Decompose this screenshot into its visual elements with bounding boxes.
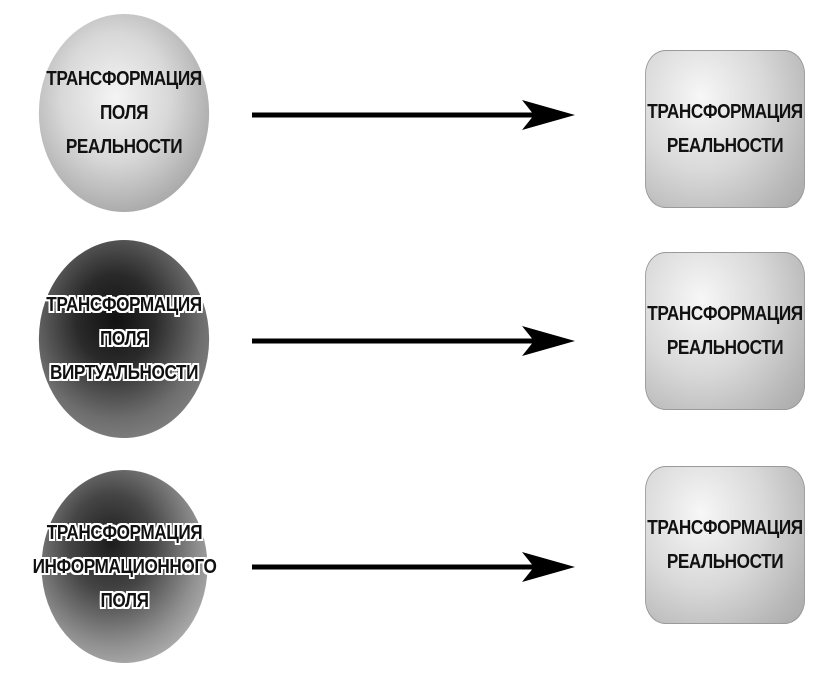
target-node-label-line: ТРАНСФОРМАЦИЯ (647, 517, 803, 539)
source-node-label-line: ПОЛЯ (100, 589, 149, 612)
target-node-reality-2: ТРАНСФОРМАЦИЯ РЕАЛЬНОСТИ (645, 252, 805, 410)
source-node-label-line: ПОЛЯ (99, 328, 149, 350)
source-node-label-line: ПОЛЯ (99, 102, 149, 124)
target-node-label-line: ТРАНСФОРМАЦИЯ (647, 303, 803, 325)
source-node-label-line: ВИРТУАЛЬНОСТИ (49, 362, 199, 384)
target-node-label-line: РЕАЛЬНОСТИ (666, 337, 784, 359)
source-node-label-line: ТРАНСФОРМАЦИЯ (46, 68, 202, 90)
source-node-label-line: ТРАНСФОРМАЦИЯ (46, 521, 203, 544)
arrow-row-2 (252, 326, 575, 356)
target-node-label-line: РЕАЛЬНОСТИ (666, 551, 784, 573)
source-node-label-line: РЕАЛЬНОСТИ (65, 136, 183, 158)
source-node-information-field: ТРАНСФОРМАЦИЯ ИНФОРМАЦИОННОГО ПОЛЯ (33, 470, 217, 663)
target-node-reality-1: ТРАНСФОРМАЦИЯ РЕАЛЬНОСТИ (645, 50, 805, 208)
target-node-label-line: РЕАЛЬНОСТИ (666, 135, 784, 157)
arrow-row-1 (252, 100, 575, 130)
source-node-label-line: ИНФОРМАЦИОННОГО (32, 555, 217, 578)
target-node-label-line: ТРАНСФОРМАЦИЯ (647, 101, 803, 123)
target-node-reality-3: ТРАНСФОРМАЦИЯ РЕАЛЬНОСТИ (645, 466, 805, 624)
source-node-label-line: ТРАНСФОРМАЦИЯ (46, 294, 202, 316)
source-node-virtuality-field: ТРАНСФОРМАЦИЯ ПОЛЯ ВИРТУАЛЬНОСТИ (38, 240, 210, 438)
source-node-reality-field: ТРАНСФОРМАЦИЯ ПОЛЯ РЕАЛЬНОСТИ (38, 14, 210, 212)
arrow-row-3 (252, 552, 575, 582)
